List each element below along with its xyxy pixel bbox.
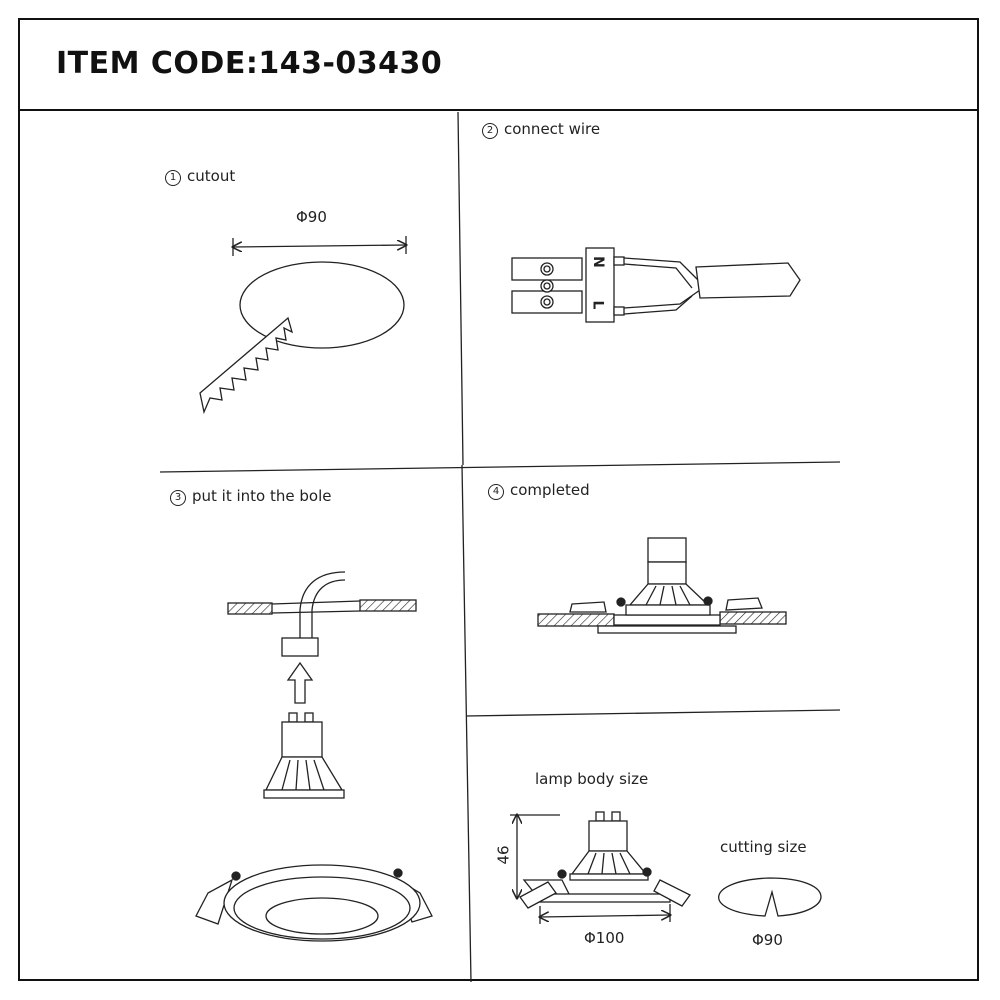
- step-4-number: 4: [488, 484, 504, 500]
- lamp-body-bulb: [588, 820, 628, 852]
- step-3-number: 3: [170, 490, 186, 506]
- body-diameter-value: Φ100: [584, 929, 625, 947]
- gu10-bulb-cap: [647, 537, 687, 563]
- up-arrow-icon: [286, 661, 314, 704]
- panel-dividers: [159, 111, 841, 983]
- terminal-l-label: L: [589, 300, 606, 310]
- lamp-body-size-label: lamp body size: [535, 770, 649, 788]
- spring-clip-left: [195, 878, 234, 925]
- step-3-text: put it into the bole: [192, 487, 332, 505]
- power-cable: [695, 262, 801, 299]
- cutout-drawing: [199, 236, 406, 415]
- terminal-n-label: N: [589, 256, 606, 268]
- diameter-dimension-line: [233, 245, 406, 247]
- cutout-hole: [239, 261, 405, 349]
- step-2-number: 2: [482, 123, 498, 139]
- lamp-body-flange: [539, 893, 671, 903]
- height-value: 46: [494, 845, 513, 865]
- instruction-sheet: ITEM CODE:143-03430: [18, 18, 979, 981]
- step-4-label: 4 completed: [488, 481, 590, 500]
- install-drawing: [195, 571, 433, 942]
- cutting-diameter-value: Φ90: [752, 931, 783, 949]
- step-1-number: 1: [165, 170, 181, 186]
- body-diameter-dimension-line: [540, 915, 670, 917]
- step-1-label: 1 cutout: [165, 167, 235, 186]
- cutting-size-label: cutting size: [720, 838, 807, 856]
- socket-connector: [281, 637, 319, 657]
- step-4-text: completed: [510, 481, 590, 499]
- completed-drawing: [537, 537, 787, 634]
- lamp-ring-inner: [265, 897, 379, 935]
- cutting-hole: [718, 877, 822, 917]
- cutout-diameter: Φ90: [296, 208, 327, 226]
- step-2-text: connect wire: [504, 120, 601, 138]
- saw-blade: [199, 316, 294, 415]
- step-3-label: 3 put it into the bole: [170, 487, 331, 506]
- step-1-text: cutout: [187, 167, 236, 185]
- gu10-bulb: [281, 721, 323, 758]
- terminal-connector: [585, 247, 615, 323]
- step-2-label: 2 connect wire: [482, 120, 600, 139]
- connect-wire-drawing: [511, 247, 801, 323]
- clip-right: [725, 597, 763, 611]
- item-code: ITEM CODE:143-03430: [56, 46, 443, 81]
- clip-left: [569, 601, 607, 613]
- header: ITEM CODE:143-03430: [20, 20, 977, 111]
- size-drawing: [510, 811, 822, 924]
